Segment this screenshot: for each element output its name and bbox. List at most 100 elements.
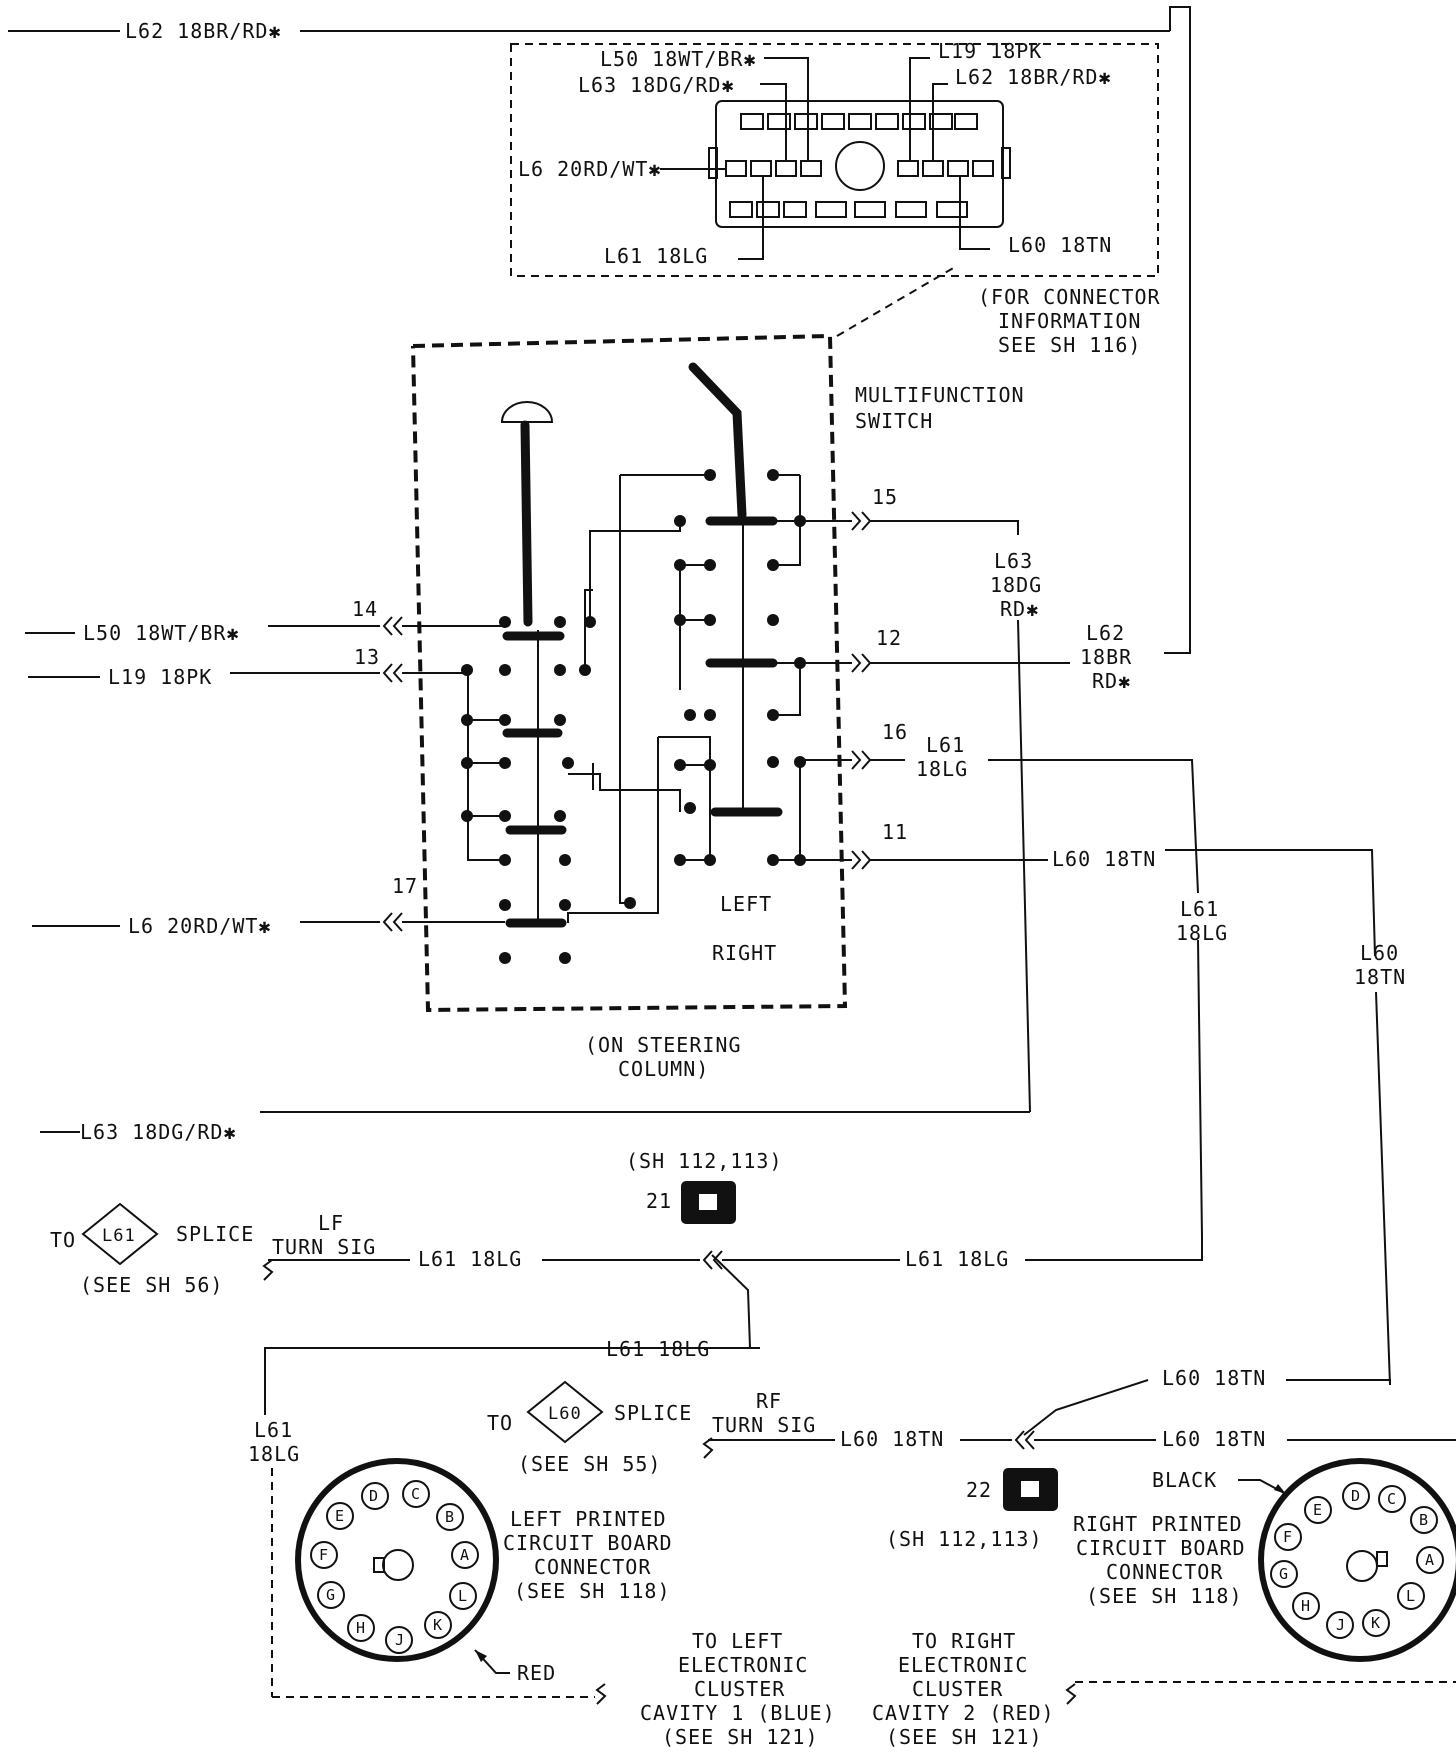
- svg-text:B: B: [445, 1508, 455, 1526]
- svg-text:G: G: [1279, 1565, 1289, 1583]
- left-pcb-connector: D C E B F A G L H J K LEFT PRINTED CIRCU…: [295, 1458, 672, 1685]
- switch-contact-bars: [502, 516, 783, 928]
- svg-text:G: G: [326, 1586, 336, 1604]
- left-cluster-line3: CLUSTER: [694, 1677, 785, 1701]
- right-pcb-label-line2: CIRCUIT BOARD: [1076, 1536, 1246, 1560]
- svg-text:A: A: [1425, 1551, 1435, 1569]
- top-l61-label: L61 18LG: [604, 244, 708, 268]
- l63-bottom-label: L63 18DG/RD✱: [80, 1120, 237, 1144]
- l6-left-label: L6 20RD/WT✱: [128, 914, 271, 938]
- top-l19-label: L19 18PK: [938, 39, 1042, 63]
- top-l50-label: L50 18WT/BR✱: [600, 47, 757, 71]
- l62-top-wire: L62 18BR/RD✱: [8, 6, 1191, 654]
- left-lever-knob: [500, 401, 554, 423]
- l61-pin16-line1: L61: [926, 733, 965, 757]
- top-l6-label: L6 20RD/WT✱: [518, 157, 661, 181]
- right-pcb-label-line1: RIGHT PRINTED: [1073, 1512, 1243, 1536]
- left-lever-shaft: [520, 420, 533, 627]
- left-cluster-line4: CAVITY 1 (BLUE): [640, 1701, 836, 1725]
- top-connector-right-tab: [1001, 147, 1011, 179]
- right-pcb-pin-labels: D C E B F A G L H J K: [1279, 1487, 1435, 1634]
- lf-see-text: (SEE SH 56): [80, 1273, 223, 1297]
- l61-right-label: L61 18LG: [905, 1247, 1009, 1271]
- right-cluster-line3: CLUSTER: [912, 1677, 1003, 1701]
- lf-sig-line2: TURN SIG: [272, 1235, 376, 1259]
- svg-text:A: A: [460, 1546, 470, 1564]
- l61-left-label: L61 18LG: [418, 1247, 522, 1271]
- left-cluster-label: TO LEFT ELECTRONIC CLUSTER CAVITY 1 (BLU…: [640, 1629, 836, 1749]
- left-cluster-line2: ELECTRONIC: [678, 1653, 808, 1677]
- svg-text:C: C: [411, 1485, 421, 1503]
- l62-vertical-line2: 18BR: [1080, 645, 1132, 669]
- l63-vertical-line1: L63: [994, 549, 1033, 573]
- connector-21: (SH 112,113) 21: [626, 1149, 783, 1224]
- right-pcb-center: [1346, 1550, 1378, 1582]
- lf-sig-line1: LF: [318, 1211, 344, 1235]
- l62-top-label: L62 18BR/RD✱: [125, 19, 282, 43]
- svg-text:C: C: [1387, 1490, 1397, 1508]
- l50-left-label: L50 18WT/BR✱: [83, 621, 240, 645]
- l61-pin16-line2: 18LG: [916, 757, 968, 781]
- svg-text:H: H: [1301, 1597, 1311, 1615]
- top-connector-center-hole: [835, 141, 885, 191]
- connector-info-line2: INFORMATION: [998, 309, 1141, 333]
- conn21-id: 21: [646, 1189, 672, 1213]
- top-connector-cavities: [725, 113, 994, 218]
- svg-text:K: K: [433, 1616, 443, 1634]
- pin-15-label: 15: [872, 485, 898, 509]
- conn21-ref: (SH 112,113): [626, 1149, 783, 1173]
- switch-location-line1: (ON STEERING: [585, 1033, 742, 1057]
- lf-to-text: TO: [50, 1228, 76, 1252]
- svg-text:D: D: [1351, 1487, 1361, 1505]
- left-pcb-center: [382, 1549, 414, 1581]
- lf-splice-text: SPLICE: [176, 1222, 254, 1246]
- switch-location-line2: COLUMN): [618, 1057, 709, 1081]
- switch-external-wires: L63 18DG RD✱ L63 18DG/RD✱ L50 18WT/BR✱ L…: [25, 511, 1406, 1386]
- right-cluster-line2: ELECTRONIC: [898, 1653, 1028, 1677]
- right-cluster-line5: (SEE SH 121): [886, 1725, 1043, 1749]
- switch-title-line2: SWITCH: [855, 409, 933, 433]
- left-pcb-color: RED: [517, 1661, 556, 1685]
- left-cluster-line5: (SEE SH 121): [662, 1725, 819, 1749]
- l60-vertical-line1: L60: [1360, 941, 1399, 965]
- svg-text:B: B: [1419, 1511, 1429, 1529]
- left-pcb-pins: [310, 1480, 479, 1654]
- l63-vertical-line3: RD✱: [1000, 597, 1039, 621]
- lf-splice-group: TO L61 SPLICE (SEE SH 56) LF TURN SIG L6…: [50, 1202, 1203, 1705]
- l60-left-label: L60 18TN: [840, 1427, 944, 1451]
- lf-splice-id: L61: [102, 1226, 136, 1246]
- l61-vertical-line2: 18LG: [1176, 921, 1228, 945]
- svg-text:E: E: [335, 1507, 345, 1525]
- svg-text:D: D: [369, 1487, 379, 1505]
- pin-14-label: 14: [352, 597, 378, 621]
- right-pcb-label-line4: (SEE SH 118): [1086, 1584, 1243, 1608]
- l61-vertical-line1: L61: [1180, 897, 1219, 921]
- top-l62-label: L62 18BR/RD✱: [955, 65, 1112, 89]
- multifunction-switch: MULTIFUNCTION SWITCH: [352, 333, 1025, 1081]
- conn21-socket: [697, 1192, 719, 1212]
- svg-text:J: J: [1336, 1616, 1346, 1634]
- l60-upper-label: L60 18TN: [1162, 1366, 1266, 1390]
- right-cluster-label: TO RIGHT ELECTRONIC CLUSTER CAVITY 2 (RE…: [872, 1629, 1054, 1749]
- top-connector: L50 18WT/BR✱ L63 18DG/RD✱ L6 20RD/WT✱ L6…: [510, 39, 1160, 357]
- switch-internal-wiring: [467, 474, 801, 923]
- svg-text:J: J: [395, 1631, 405, 1649]
- rf-splice-id: L60: [548, 1404, 582, 1424]
- right-pcb-connector: D C E B F A G L H J K BLACK RIGHT PRINTE…: [1073, 1458, 1456, 1662]
- top-connector-dashed-box: [510, 43, 1159, 277]
- left-pcb-pin-labels: D C E B F A G L H J K: [319, 1485, 470, 1649]
- l60-lower-label: L60 18TN: [1162, 1427, 1266, 1451]
- right-lever-shaft: [688, 362, 747, 520]
- rf-see-text: (SEE SH 55): [518, 1452, 661, 1476]
- l60-vertical-line2: 18TN: [1354, 965, 1406, 989]
- switch-title-line1: MULTIFUNCTION: [855, 383, 1025, 407]
- l61-lc-line2: 18LG: [248, 1442, 300, 1466]
- l63-vertical-line2: 18DG: [990, 573, 1042, 597]
- svg-text:F: F: [1283, 1528, 1293, 1546]
- right-pcb-ring: [1258, 1458, 1456, 1662]
- left-pcb-label-line3: CONNECTOR: [534, 1555, 651, 1579]
- l62-vertical-line3: RD✱: [1092, 669, 1131, 693]
- rf-splice-text: SPLICE: [614, 1401, 692, 1425]
- top-connector-left-tab: [708, 147, 718, 179]
